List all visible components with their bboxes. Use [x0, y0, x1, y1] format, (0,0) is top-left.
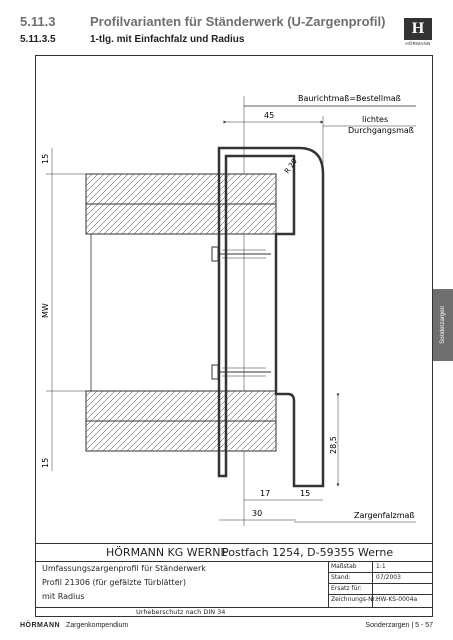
dim-15-top: 15 [41, 154, 50, 164]
dim-28-5-text: 28,5 [329, 436, 338, 454]
dim-45-text: 45 [264, 111, 274, 120]
row-label: Maßstab [331, 563, 357, 570]
door-frame-profile [217, 146, 325, 488]
copyright-note: Urheberschutz nach DIN 34 [136, 608, 226, 616]
drawing-frame [35, 55, 433, 617]
title-block: HÖRMANN KG WERNE Postfach 1254, D-59355 … [36, 543, 432, 616]
dim-30-text: 30 [252, 509, 262, 518]
subsection-title: 1-tlg. mit Einfachfalz und Radius [90, 34, 245, 45]
description-line-1: Umfassungszargenprofil für Ständerwerk [42, 564, 206, 573]
company-name: HÖRMANN KG WERNE [106, 546, 228, 559]
row-label: Stand: [331, 574, 351, 581]
side-tab-sonderzargen[interactable]: Sonderzargen [433, 289, 453, 361]
dim-15-bottom: 15 [41, 458, 50, 468]
row-value: 1:1 [376, 563, 386, 570]
description-line-3: mit Radius [42, 592, 85, 601]
logo-mark-icon: H [404, 18, 432, 40]
technical-drawing: Baurichtmaß=Bestellmaß 45 lichtes Durchg… [41, 94, 416, 526]
screw-top-icon [211, 246, 271, 262]
row-label: Zeichnungs-Nr.: [331, 596, 379, 603]
footer-page-ref: Sonderzargen | 5 - 57 [365, 622, 433, 629]
metal-stud [90, 233, 227, 392]
side-tab-label: Sonderzargen [440, 306, 446, 344]
logo-text: HÖRMANN [405, 41, 431, 46]
label-durchgangsmass: Durchgangsmaß [348, 126, 414, 135]
footer-left-text: Zargenkompendium [66, 622, 129, 629]
description-line-2: Profil 21306 (für gefälzte Türblätter) [42, 578, 187, 587]
company-address: Postfach 1254, D-59355 Werne [222, 546, 394, 559]
label-baurichtmass: Baurichtmaß=Bestellmaß [298, 94, 401, 103]
footer-brand: HÖRMANN [20, 622, 61, 629]
dim-radius: R 20 [283, 157, 299, 175]
row-label: Ersatz für: [331, 585, 362, 592]
screw-bottom-icon [211, 364, 271, 380]
label-lichtes: lichtes [362, 115, 388, 124]
row-value: HW-KS-0004a [376, 596, 418, 603]
dim-mw: MW [41, 303, 50, 318]
dim-17-text: 17 [260, 489, 270, 498]
subsection-number: 5.11.3.5 [20, 34, 56, 45]
row-value: 07/2003 [376, 574, 401, 581]
section-title: Profilvarianten für Ständerwerk (U-Zarge… [90, 14, 386, 29]
dim-15-right-text: 15 [300, 489, 310, 498]
hormann-logo: H HÖRMANN [404, 18, 432, 48]
section-number: 5.11.3 [20, 14, 56, 29]
label-zargenfalzmass: Zargenfalzmaß [354, 511, 414, 520]
